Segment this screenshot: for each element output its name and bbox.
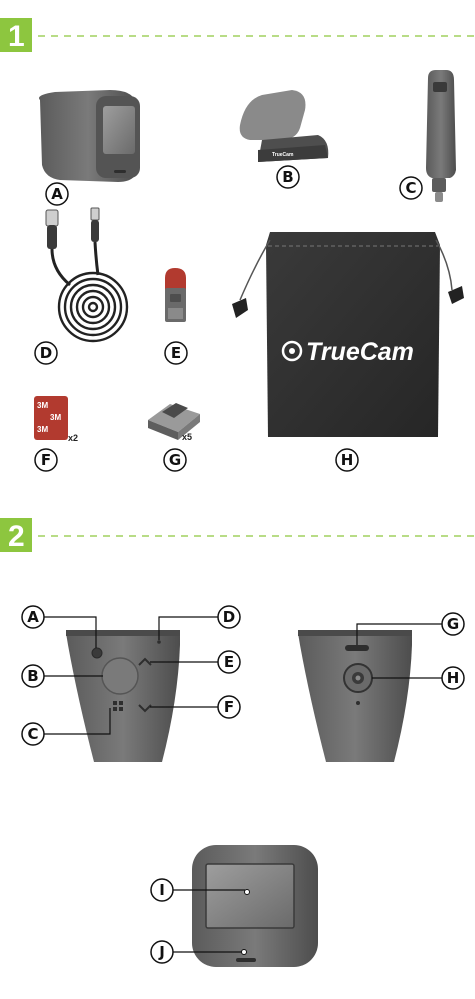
- camera-screen: [103, 106, 135, 154]
- car-charger: [426, 70, 456, 202]
- svg-text:C: C: [405, 179, 416, 197]
- item-label-b: B: [276, 165, 300, 189]
- item-label-f: F: [34, 448, 58, 472]
- svg-text:E: E: [224, 653, 234, 671]
- callout-lines-front: [44, 616, 218, 735]
- mount-front-view: [66, 630, 180, 762]
- svg-text:3M: 3M: [37, 401, 48, 410]
- svg-text:F: F: [41, 451, 51, 469]
- callout-g: G: [441, 612, 465, 636]
- item-label-c: C: [399, 176, 423, 200]
- step-2-number: 2: [8, 520, 25, 553]
- svg-text:D: D: [223, 608, 235, 626]
- camera-rear-screen: [205, 863, 295, 929]
- svg-text:3M: 3M: [37, 425, 48, 434]
- svg-text:H: H: [447, 669, 460, 687]
- camera-rear-view: [192, 845, 318, 967]
- menu-button: [113, 701, 123, 711]
- step-1-number: 1: [8, 20, 25, 53]
- bag-brand: TrueCam: [306, 338, 414, 366]
- svg-text:D: D: [40, 344, 52, 362]
- svg-text:E: E: [171, 344, 181, 362]
- up-button: [138, 657, 152, 666]
- step-1-badge: [0, 18, 32, 52]
- svg-text:H: H: [341, 451, 354, 469]
- callout-j: J: [150, 940, 174, 964]
- svg-text:A: A: [27, 608, 39, 626]
- card-slot: [345, 645, 369, 651]
- svg-text:A: A: [51, 185, 63, 203]
- svg-text:B: B: [282, 168, 293, 186]
- step-2-badge: [0, 518, 32, 552]
- svg-text:C: C: [27, 725, 38, 743]
- svg-text:I: I: [159, 881, 165, 899]
- windshield-mount: TrueCam: [239, 90, 329, 162]
- cable-clips: x5: [148, 403, 200, 442]
- camera-unit: [39, 90, 140, 182]
- svg-text:G: G: [169, 451, 181, 469]
- mount-logo: TrueCam: [272, 152, 294, 158]
- step-1-header: 1: [0, 18, 475, 53]
- step-2-header: 2: [0, 518, 475, 553]
- usb-cable: [45, 207, 129, 343]
- adhesive-stickers: 3M 3M 3M x2: [34, 396, 78, 443]
- svg-text:B: B: [27, 667, 38, 685]
- truecam-logo-icon: [281, 340, 303, 362]
- sticker-pad: [34, 396, 68, 440]
- reset-button: [91, 647, 103, 659]
- callout-d: D: [217, 605, 241, 629]
- callout-h: H: [441, 666, 465, 690]
- callout-lines-camera: [173, 889, 245, 953]
- card-reader: [165, 268, 186, 322]
- svg-text:J: J: [158, 943, 165, 961]
- mount-back-view: [298, 630, 412, 762]
- sticker-quantity: x2: [68, 433, 78, 443]
- item-label-e: E: [164, 341, 188, 365]
- item-label-a: A: [45, 182, 69, 206]
- callout-i: I: [150, 878, 174, 902]
- svg-text:F: F: [224, 698, 234, 716]
- callout-c: C: [21, 722, 45, 746]
- svg-text:3M: 3M: [50, 413, 61, 422]
- item-label-g: G: [163, 448, 187, 472]
- callout-a: A: [21, 605, 45, 629]
- carry-bag: TrueCam: [232, 232, 464, 437]
- power-button: [101, 657, 139, 695]
- down-button: [138, 704, 152, 713]
- callout-f: F: [217, 695, 241, 719]
- svg-text:G: G: [447, 615, 459, 633]
- callout-e: E: [217, 650, 241, 674]
- clip-quantity: x5: [182, 432, 192, 442]
- item-label-d: D: [34, 341, 58, 365]
- callout-lines-back: [356, 623, 442, 679]
- callout-b: B: [21, 664, 45, 688]
- microphone-hole: [157, 640, 161, 644]
- item-label-h: H: [335, 448, 359, 472]
